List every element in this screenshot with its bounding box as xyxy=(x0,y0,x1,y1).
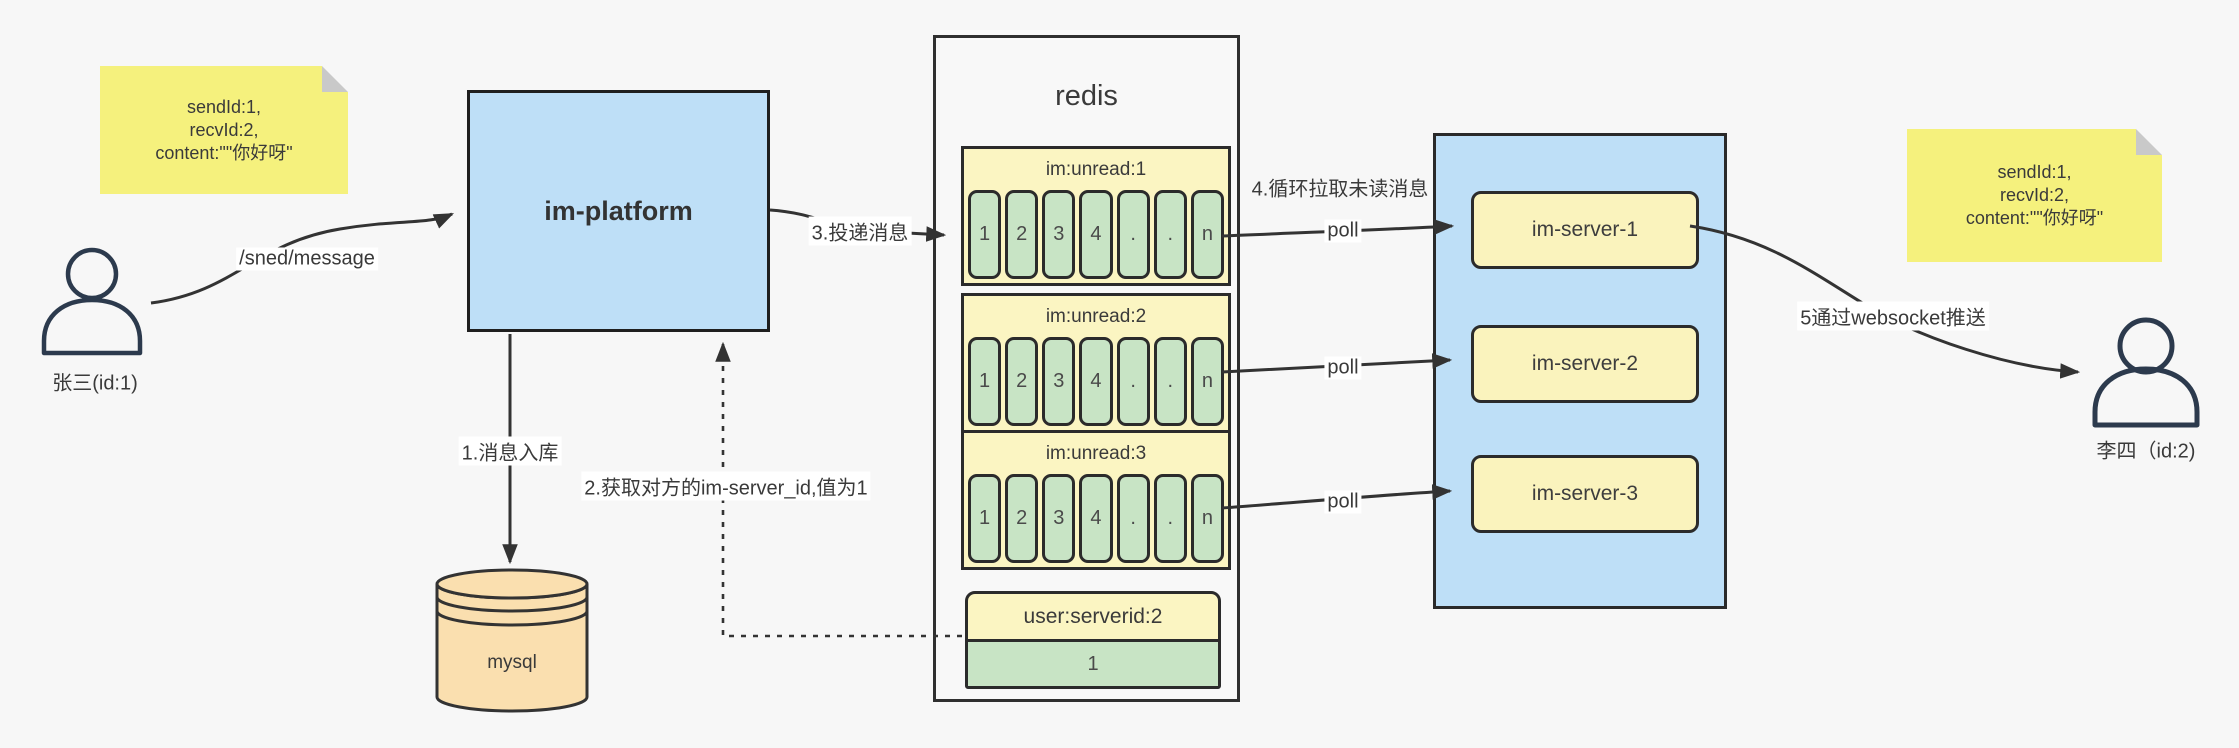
queue-cell: . xyxy=(1153,337,1187,426)
queue-cell: 3 xyxy=(1042,337,1076,426)
queue-cell: 1 xyxy=(968,337,1002,426)
queue-name: im:unread:1 xyxy=(1045,158,1147,180)
queue-cell: 2 xyxy=(1005,474,1039,563)
im-server-1-box: im-server-1 xyxy=(1471,191,1699,269)
message-note-right: sendId:1, recvId:2, content:""你好呀" xyxy=(1907,129,2162,262)
unread-queue-2: im:unread:2 1 2 3 4 . . n xyxy=(961,293,1231,433)
queue-cell: . xyxy=(1153,474,1187,563)
user-serverid-box: user:serverid:2 1 xyxy=(965,591,1221,689)
queue-cell: 4 xyxy=(1079,337,1113,426)
arrow-send-message xyxy=(150,212,455,305)
redis-title: redis xyxy=(1055,80,1118,112)
queue-cell: 1 xyxy=(968,190,1002,279)
step1-label: 1.消息入库 xyxy=(458,436,562,466)
unread-queue-1: im:unread:1 1 2 3 4 . . n xyxy=(961,146,1231,286)
redis-container: redis im:unread:1 1 2 3 4 . . n im:unrea… xyxy=(933,35,1240,702)
kv-value: 1 xyxy=(968,639,1218,686)
receiver-user-icon xyxy=(2092,317,2200,428)
queue-cell: 3 xyxy=(1042,190,1076,279)
arrow-step5-websocket xyxy=(1689,224,2081,379)
receiver-name-label: 李四（id:2) xyxy=(2096,440,2196,463)
send-endpoint-label: /sned/message xyxy=(236,247,378,271)
poll-label-1: poll xyxy=(1324,219,1362,243)
note-line: sendId:1, xyxy=(186,96,262,117)
queue-cells: 1 2 3 4 . . n xyxy=(964,190,1228,283)
note-line: content:""你好呀" xyxy=(1965,208,2104,228)
queue-cells: 1 2 3 4 . . n xyxy=(964,474,1228,567)
queue-cell: 1 xyxy=(968,474,1002,563)
mysql-cylinder-icon xyxy=(435,568,589,713)
queue-name: im:unread:3 xyxy=(1045,442,1147,464)
message-note-left: sendId:1, recvId:2, content:""你好呀" xyxy=(100,66,348,194)
queue-cell: n xyxy=(1190,474,1224,563)
note-fold-icon xyxy=(2136,129,2162,155)
poll-label-3: poll xyxy=(1324,490,1362,514)
queue-cell: 4 xyxy=(1079,190,1113,279)
note-line: recvId:2, xyxy=(189,119,259,140)
queue-cell: 2 xyxy=(1005,337,1039,426)
im-server-2-box: im-server-2 xyxy=(1471,325,1699,403)
im-server-cluster: im-server-1 im-server-2 im-server-3 xyxy=(1433,133,1727,609)
im-platform-title: im-platform xyxy=(544,195,693,226)
note-line: recvId:2, xyxy=(1999,185,2070,205)
step2-label: 2.获取对方的im-server_id,值为1 xyxy=(581,471,871,501)
step5-label: 5通过websocket推送 xyxy=(1797,301,1989,331)
note-line: sendId:1, xyxy=(1997,162,2072,182)
server-label: im-server-1 xyxy=(1531,218,1639,241)
sender-name-label: 张三(id:1) xyxy=(52,372,138,395)
queue-cell: . xyxy=(1153,190,1187,279)
im-platform-box: im-platform xyxy=(467,90,770,332)
note-fold-icon xyxy=(322,66,348,92)
poll-label-2: poll xyxy=(1324,356,1362,380)
sender-user-icon xyxy=(41,247,143,356)
queue-cell: 4 xyxy=(1079,474,1113,563)
queue-cell: . xyxy=(1116,337,1150,426)
arrow-step2-dashed xyxy=(715,341,962,638)
queue-cell: 2 xyxy=(1005,190,1039,279)
queue-cell: n xyxy=(1190,190,1224,279)
queue-cell: n xyxy=(1190,337,1224,426)
note-line: content:""你好呀" xyxy=(155,142,293,163)
step3-label: 3.投递消息 xyxy=(808,216,912,246)
im-server-3-box: im-server-3 xyxy=(1471,455,1699,533)
mysql-title: mysql xyxy=(487,652,537,673)
queue-cell: . xyxy=(1116,474,1150,563)
queue-name: im:unread:2 xyxy=(1045,305,1147,327)
server-label: im-server-3 xyxy=(1531,482,1639,505)
queue-cell: 3 xyxy=(1042,474,1076,563)
step4-label: 4.循环拉取未读消息 xyxy=(1251,178,1429,201)
kv-key: user:serverid:2 xyxy=(1023,604,1163,628)
queue-cells: 1 2 3 4 . . n xyxy=(964,337,1228,430)
queue-cell: . xyxy=(1116,190,1150,279)
unread-queue-3: im:unread:3 1 2 3 4 . . n xyxy=(961,430,1231,570)
server-label: im-server-2 xyxy=(1531,352,1639,375)
